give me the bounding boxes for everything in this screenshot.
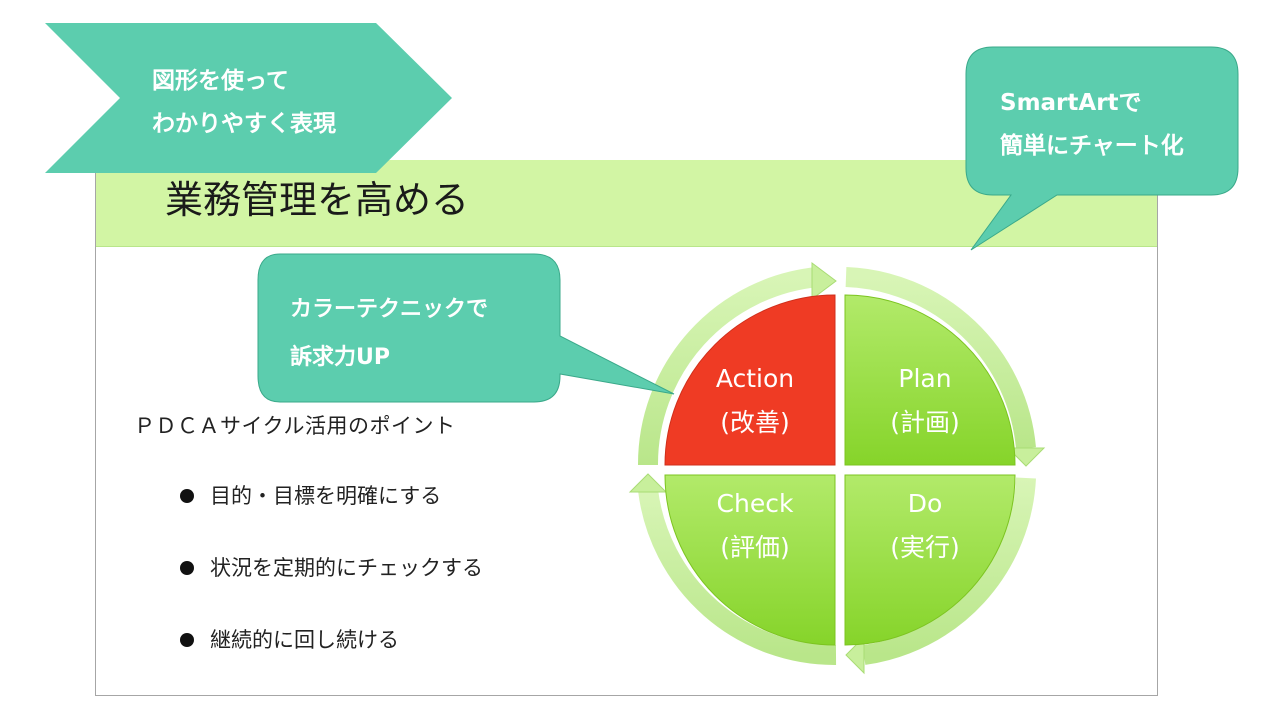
cycle-arrow-top-left [637,262,837,466]
list-item-text: 継続的に回し続ける [210,628,399,652]
list-item: 状況を定期的にチェックする [180,550,483,622]
smartart-callout-text: SmartArtで 簡単にチャート化 [1000,82,1184,167]
list-item: 目的・目標を明確にする [180,478,483,550]
arrow-banner-callout [45,23,452,173]
do-label-jp: (実行) [890,533,960,562]
pdca-cycle-diagram: Action (改善) Plan (計画) Check (評価) Do (実行) [628,262,1046,675]
color-technique-callout [257,253,675,403]
action-label-jp: (改善) [720,408,790,437]
pdca-points-heading: ＰＤＣＡサイクル活用のポイント [134,414,456,438]
smartart-line2: 簡単にチャート化 [1000,132,1184,159]
color-callout-text: カラーテクニックで 訴求力UP [290,286,488,383]
smartart-callout [965,46,1239,251]
check-label-en: Check [717,489,794,518]
bullet-dot-icon [180,633,194,647]
list-item: 継続的に回し続ける [180,622,483,694]
smartart-line1: SmartArtで [1000,90,1142,116]
arrow-banner-line1: 図形を使って [152,68,289,94]
bullet-dot-icon [180,489,194,503]
color-line2: 訴求力UP [290,345,390,371]
cycle-arrow-bottom-left [628,473,837,666]
list-item-text: 状況を定期的にチェックする [210,556,483,580]
arrow-banner-line2: わかりやすく表現 [152,110,336,137]
quadrant-do [844,474,1016,646]
color-line1: カラーテクニックで [290,297,489,322]
plan-label-en: Plan [898,364,951,393]
do-label-en: Do [908,489,943,518]
bullet-dot-icon [180,561,194,575]
quadrant-plan [844,294,1016,466]
plan-label-jp: (計画) [890,408,960,437]
check-label-jp: (評価) [720,533,790,562]
quadrant-check [664,474,836,646]
quadrant-action [664,294,836,466]
points-list: 目的・目標を明確にする 状況を定期的にチェックする 継続的に回し続ける [180,478,483,694]
slide-title: 業務管理を高める [165,178,470,222]
cycle-arrow-bottom-right [845,477,1036,675]
cycle-arrow-top-right [845,267,1046,467]
list-item-text: 目的・目標を明確にする [210,484,442,508]
arrow-banner-text: 図形を使って わかりやすく表現 [152,60,336,145]
action-label-en: Action [716,364,794,393]
